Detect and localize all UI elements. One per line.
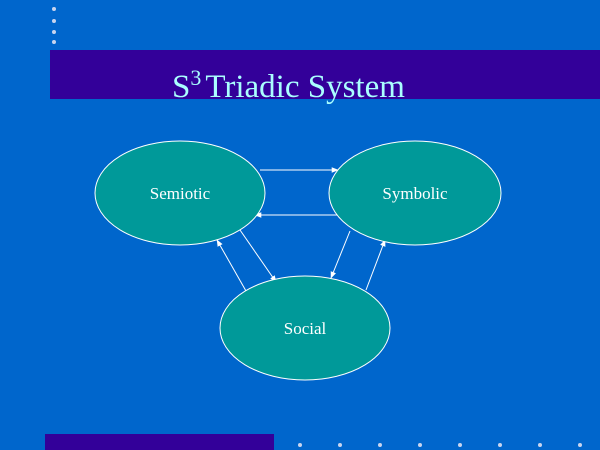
decor-dot (52, 19, 56, 23)
decor-dot (378, 443, 382, 447)
node-semiotic-label: Semiotic (150, 184, 211, 203)
arrow-symbolic-to-social (330, 230, 351, 279)
arrows (216, 167, 386, 292)
decor-dot (458, 443, 462, 447)
decor-dot (52, 30, 56, 34)
node-symbolic-shape (328, 140, 502, 246)
node-symbolic: Symbolic (328, 140, 502, 246)
node-social: Social (219, 275, 391, 381)
node-symbolic-label: Symbolic (382, 184, 448, 203)
decor-dot (418, 443, 422, 447)
bottom-bar (45, 434, 274, 450)
decor-dot (52, 7, 56, 11)
title-main: Triadic System (205, 69, 405, 105)
node-semiotic-shape (94, 140, 266, 246)
title-superscript: 3 (190, 65, 202, 90)
arrow-social-to-symbolic (365, 239, 386, 291)
decor-dot (538, 443, 542, 447)
decor-dot (498, 443, 502, 447)
arrow-semiotic-to-social (239, 229, 277, 283)
decor-dot (52, 40, 56, 44)
decor-dot (298, 443, 302, 447)
decor-dot (578, 443, 582, 447)
node-social-shape (219, 275, 391, 381)
decor-dot (338, 443, 342, 447)
arrow-social-to-semiotic (216, 239, 247, 292)
title-bar (50, 50, 600, 99)
node-semiotic: Semiotic (94, 140, 266, 246)
node-social-label: Social (284, 319, 327, 338)
title-prefix: S (172, 69, 191, 105)
